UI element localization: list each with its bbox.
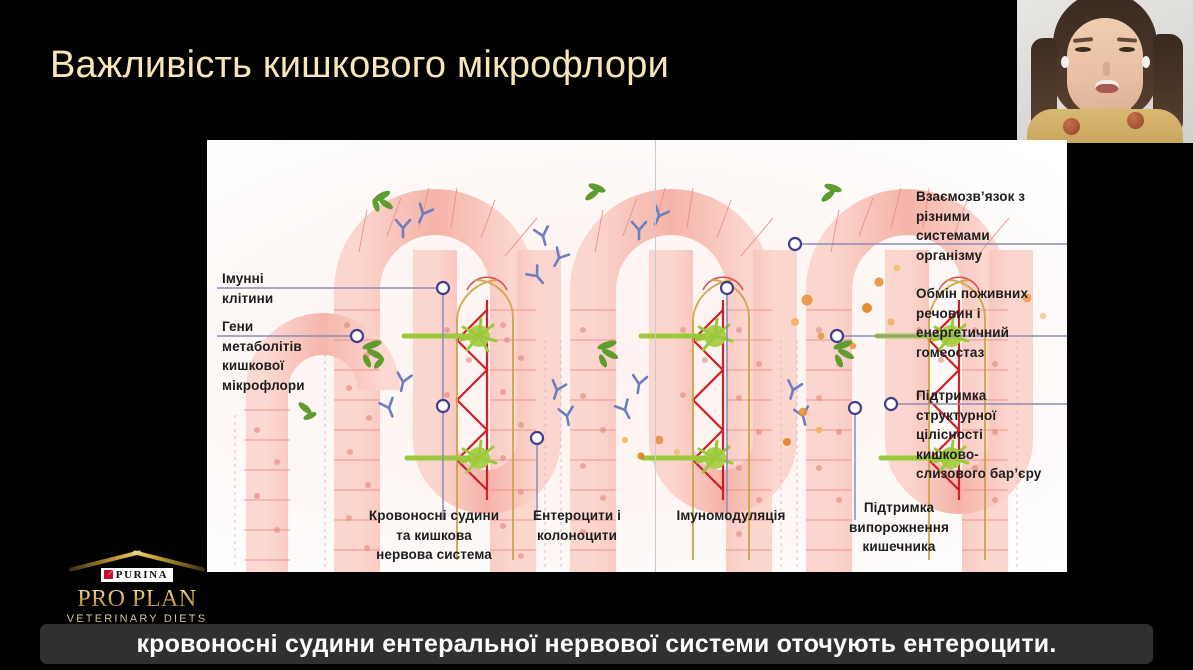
label-line: Ентероцити і <box>533 508 621 523</box>
label-line: випорожнення <box>849 519 949 535</box>
presenter-clothing <box>1027 109 1183 143</box>
purina-pro-plan-logo: PURINA PRO PLAN VETERINARY DIETS <box>62 548 212 625</box>
label-line: енергетичний <box>916 325 1010 340</box>
presenter-earbud-left <box>1061 56 1069 68</box>
veterinary-diets-tagline: VETERINARY DIETS <box>62 613 212 625</box>
presenter-eye-left <box>1075 47 1091 52</box>
label-line: метаболітів <box>222 338 302 354</box>
subtitle-caption-bar: кровоносні судини ентеральної нервової с… <box>40 624 1153 664</box>
callout-label-blood-vessels-enteric-nervous: Кровоносні судини та кишкова нервова сис… <box>354 506 514 565</box>
callout-label-barrier-integrity: Підтримка структурної цілісності кишково… <box>916 386 1076 484</box>
label-line: різними <box>916 208 971 224</box>
label-line: клітини <box>222 290 274 306</box>
logo-arch-icon <box>67 548 207 564</box>
label-line: кишечника <box>862 539 936 554</box>
label-line: Імуномодуляція <box>676 508 786 523</box>
label-line: Імунні <box>222 271 264 286</box>
callout-label-nutrient-metabolism: Обмін поживних речовин і енергетичний го… <box>916 284 1071 362</box>
label-line: слизового бар’єру <box>916 466 1042 481</box>
callout-label-immune-cells: Імунні клітини <box>222 269 332 308</box>
page-title: Важливість кишкового мікрофлори <box>50 44 670 86</box>
presenter-face <box>1067 18 1143 116</box>
label-line: речовин і <box>916 305 981 321</box>
presenter-necklace-bead-left <box>1063 118 1080 135</box>
label-line: нервова система <box>376 547 492 562</box>
label-line: Взаємозв’язок з <box>916 189 1026 204</box>
presenter-necklace-bead-right <box>1127 112 1144 129</box>
label-line: Кровоносні судини <box>368 508 500 523</box>
callout-label-systemic-interconnection: Взаємозв’язок з різними системами органі… <box>916 187 1066 265</box>
label-line: структурної <box>916 407 997 423</box>
mucus-layer <box>234 340 1018 570</box>
presenter-nose <box>1103 62 1110 76</box>
label-line: цілісності <box>916 427 983 442</box>
presenter-earbud-right <box>1142 56 1150 68</box>
label-line: Підтримка <box>863 500 935 515</box>
callout-label-enterocytes-colonocytes: Ентероцити і колоноцити <box>518 506 636 545</box>
label-line: мікрофлори <box>222 377 305 393</box>
label-line: колоноцити <box>536 527 618 543</box>
purina-brand-text: PURINA <box>115 568 169 581</box>
label-line: організму <box>916 247 983 263</box>
label-line: Гени <box>222 319 254 334</box>
callout-label-bowel-movement-support: Підтримка випорожнення кишечника <box>832 498 966 557</box>
intestinal-villi-illustration <box>217 183 1067 572</box>
immune-cells <box>401 317 970 474</box>
purina-checkerboard-icon <box>103 570 113 579</box>
presenter-mouth <box>1095 80 1119 93</box>
label-line: Обмін поживних <box>916 286 1029 301</box>
label-line: та кишкова <box>396 527 472 543</box>
pro-plan-wordmark: PRO PLAN <box>62 586 212 612</box>
nutrient-particles <box>622 264 1047 460</box>
label-line: кишково- <box>916 446 979 462</box>
presenter-eye-right <box>1119 47 1135 52</box>
epithelial-nuclei <box>254 322 998 559</box>
webcam-overlay[interactable] <box>990 0 1193 143</box>
leader-line-markers <box>349 236 899 446</box>
intestinal-diagram-panel <box>207 140 1067 572</box>
label-line: Підтримка <box>916 388 987 403</box>
label-line: гомеостаз <box>916 344 985 360</box>
label-line: кишкової <box>222 358 285 373</box>
blood-vessels-arches <box>466 276 980 291</box>
gut-bacteria <box>298 183 855 420</box>
callout-label-immunomodulation: Імуномодуляція <box>666 506 796 526</box>
diagram-divider <box>655 140 656 572</box>
purina-wordmark: PURINA <box>100 567 174 582</box>
subtitle-caption-text: кровоносні судини ентеральної нервової с… <box>136 629 1057 658</box>
webcam-video-frame <box>1017 0 1193 143</box>
label-line: системами <box>916 228 990 243</box>
callout-label-microbiota-genes: Гени метаболітів кишкової мікрофлори <box>222 317 337 395</box>
enteric-nerve-fibres <box>456 279 986 560</box>
